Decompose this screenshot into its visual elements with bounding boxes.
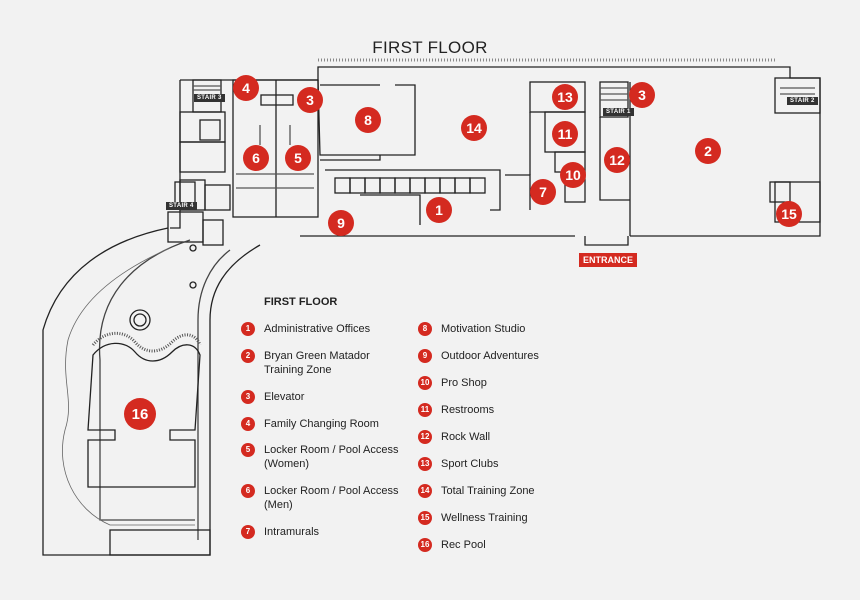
map-marker-13[interactable]: 13 [552, 84, 578, 110]
map-marker-2[interactable]: 2 [695, 138, 721, 164]
legend-item[interactable]: 11 Restrooms [418, 403, 576, 417]
legend-item[interactable]: 7 Intramurals [241, 525, 399, 539]
stair-4-label: STAIR 4 [166, 202, 197, 210]
legend-label: Intramurals [264, 526, 320, 538]
legend-item[interactable]: 8 Motivation Studio [418, 322, 576, 336]
legend-label: Elevator [264, 391, 305, 403]
legend-label: Locker Room / Pool Access (Women) [264, 444, 399, 470]
legend-item[interactable]: 2 Bryan Green Matador Training Zone [241, 349, 399, 377]
legend-item[interactable]: 4 Family Changing Room [241, 417, 399, 431]
map-marker-4[interactable]: 4 [233, 75, 259, 101]
map-marker-8[interactable]: 8 [355, 107, 381, 133]
map-marker-1[interactable]: 1 [426, 197, 452, 223]
legend-label: Pro Shop [441, 377, 487, 389]
legend-number: 9 [418, 349, 432, 363]
legend-label: Total Training Zone [441, 485, 535, 497]
legend-number: 11 [418, 403, 432, 417]
entrance-label: ENTRANCE [579, 253, 638, 267]
legend-number: 6 [241, 484, 255, 498]
legend-item[interactable]: 12 Rock Wall [418, 430, 576, 444]
map-marker-12[interactable]: 12 [604, 147, 630, 173]
legend-item[interactable]: 13 Sport Clubs [418, 457, 576, 471]
legend-label: Wellness Training [441, 512, 528, 524]
legend-item[interactable]: 15 Wellness Training [418, 511, 576, 525]
legend-label: Locker Room / Pool Access (Men) [264, 485, 399, 511]
map-marker-3b[interactable]: 3 [629, 82, 655, 108]
legend-item[interactable]: 16 Rec Pool [418, 538, 576, 552]
legend-item[interactable]: 9 Outdoor Adventures [418, 349, 576, 363]
legend-number: 10 [418, 376, 432, 390]
legend-number: 7 [241, 525, 255, 539]
legend-number: 16 [418, 538, 432, 552]
map-marker-16[interactable]: 16 [124, 398, 156, 430]
map-title: FIRST FLOOR [372, 38, 488, 57]
legend-number: 4 [241, 417, 255, 431]
legend-label: Rock Wall [441, 431, 491, 443]
legend-item[interactable]: 5 Locker Room / Pool Access (Women) [241, 443, 399, 471]
legend-item[interactable]: 1 Administrative Offices [241, 322, 399, 336]
legend-label: Outdoor Adventures [441, 350, 539, 362]
legend-label: Bryan Green Matador Training Zone [264, 350, 370, 376]
map-marker-9[interactable]: 9 [328, 210, 354, 236]
legend-item[interactable]: 6 Locker Room / Pool Access (Men) [241, 484, 399, 512]
legend-number: 15 [418, 511, 432, 525]
legend-number: 5 [241, 443, 255, 457]
map-marker-11[interactable]: 11 [552, 121, 578, 147]
map-marker-15[interactable]: 15 [776, 201, 802, 227]
map-marker-14[interactable]: 14 [461, 115, 487, 141]
map-marker-10[interactable]: 10 [560, 162, 586, 188]
legend-number: 2 [241, 349, 255, 363]
legend-label: Motivation Studio [441, 323, 526, 335]
legend-title: FIRST FLOOR [264, 296, 338, 308]
legend-item[interactable]: 10 Pro Shop [418, 376, 576, 390]
legend-number: 13 [418, 457, 432, 471]
legend-number: 1 [241, 322, 255, 336]
legend-number: 12 [418, 430, 432, 444]
legend-item[interactable]: 3 Elevator [241, 390, 399, 404]
map-marker-7[interactable]: 7 [530, 179, 556, 205]
legend-item[interactable]: 14 Total Training Zone [418, 484, 576, 498]
stair-1-label: STAIR 1 [603, 108, 634, 116]
map-marker-5[interactable]: 5 [285, 145, 311, 171]
legend-number: 3 [241, 390, 255, 404]
map-marker-6[interactable]: 6 [243, 145, 269, 171]
stair-3-label: STAIR 3 [194, 94, 225, 102]
legend-label: Sport Clubs [441, 458, 499, 470]
legend-label: Family Changing Room [264, 418, 379, 430]
legend-number: 14 [418, 484, 432, 498]
stair-2-label: STAIR 2 [787, 97, 818, 105]
legend-label: Restrooms [441, 404, 495, 416]
legend-number: 8 [418, 322, 432, 336]
legend-label: Administrative Offices [264, 323, 371, 335]
legend-label: Rec Pool [441, 539, 486, 551]
map-marker-3[interactable]: 3 [297, 87, 323, 113]
